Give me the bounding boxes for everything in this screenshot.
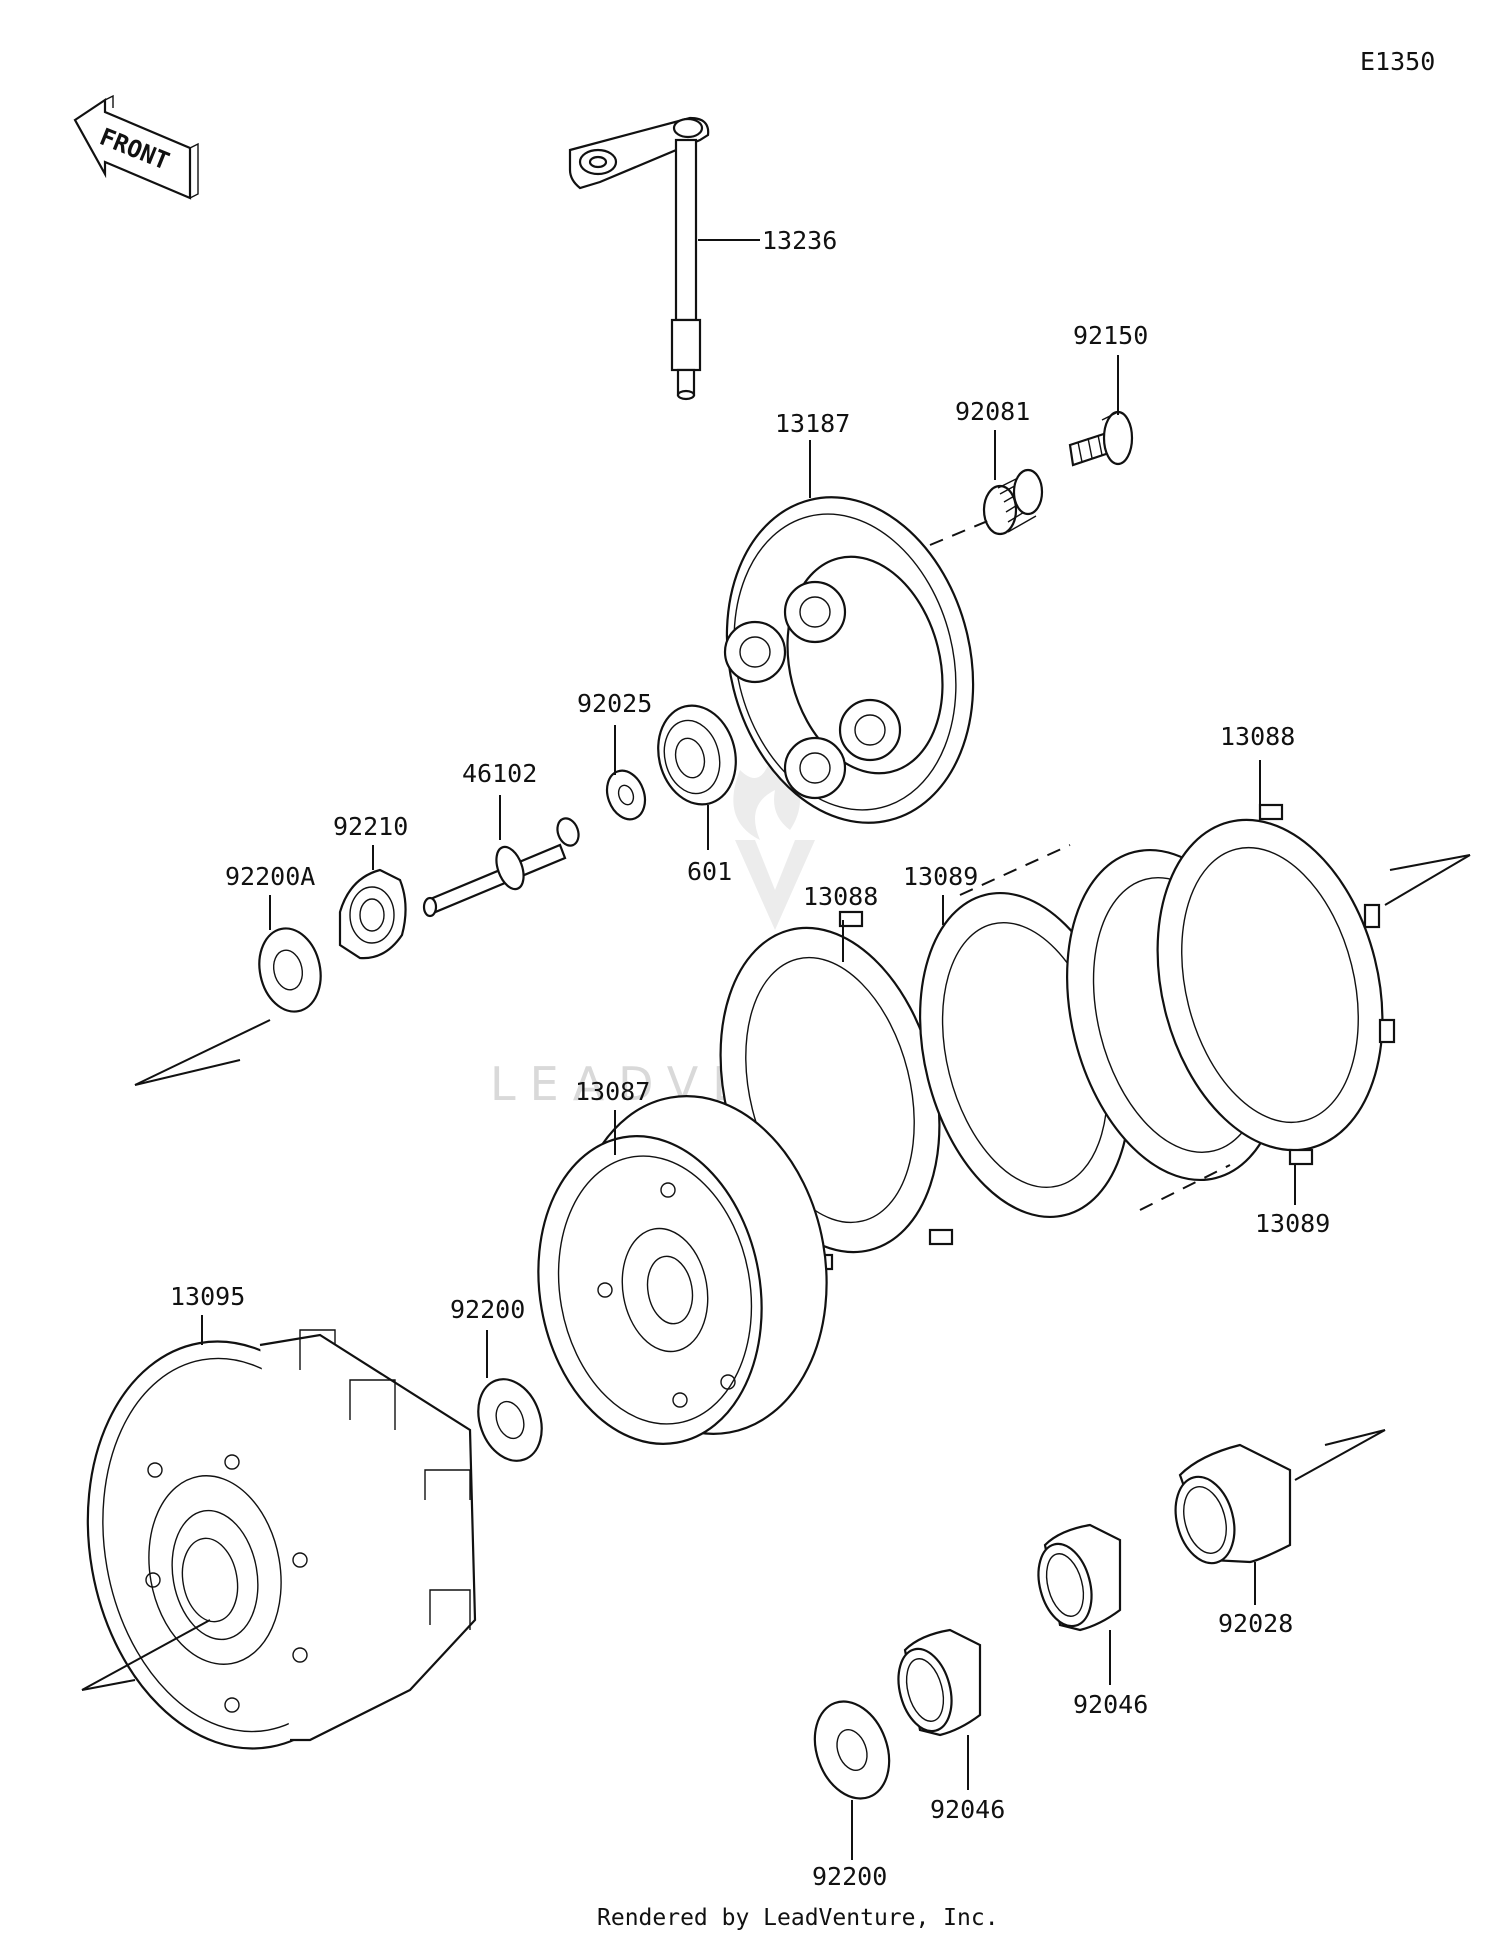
label-13087: 13087: [575, 1077, 650, 1106]
front-arrow-icon: FRONT: [73, 94, 199, 200]
needle-bearing-92046-upper: [1037, 1523, 1122, 1632]
label-13088-left: 13088: [803, 882, 878, 911]
label-13089-middle: 13089: [903, 862, 978, 891]
diagram-code: E1350: [1360, 47, 1435, 76]
label-46102: 46102: [462, 759, 537, 788]
label-13088-right: 13088: [1220, 722, 1295, 751]
label-92046-lower: 92046: [930, 1795, 1005, 1824]
push-rod-46102: [422, 817, 580, 918]
footer-credit: Rendered by LeadVenture, Inc.: [597, 1905, 999, 1931]
clutch-release-shaft-13236: [568, 116, 710, 401]
label-92046-upper: 92046: [1073, 1690, 1148, 1719]
label-601: 601: [687, 857, 732, 886]
label-92028: 92028: [1218, 1609, 1293, 1638]
bolt-92150: [1068, 410, 1134, 467]
clutch-hub-13087: [537, 1095, 828, 1445]
nut-92210: [338, 868, 407, 960]
friction-plate-13088-right: [1156, 803, 1396, 1166]
label-92025: 92025: [577, 689, 652, 718]
sleeve-92028: [1174, 1443, 1292, 1565]
label-92200A: 92200A: [225, 862, 315, 891]
washer-92200-middle: [477, 1378, 543, 1462]
bearing-601: [657, 704, 737, 806]
label-13095: 13095: [170, 1282, 245, 1311]
label-13236: 13236: [762, 226, 837, 255]
label-92200-bottom: 92200: [812, 1862, 887, 1891]
lock-washer-92200A: [258, 927, 322, 1013]
washer-92025: [605, 769, 647, 821]
needle-bearing-92046-lower: [897, 1628, 982, 1737]
label-13187: 13187: [775, 409, 850, 438]
label-13089-right: 13089: [1255, 1209, 1330, 1238]
washer-92200-bottom: [813, 1700, 891, 1800]
label-92200-middle: 92200: [450, 1295, 525, 1324]
label-92210: 92210: [333, 812, 408, 841]
label-92081: 92081: [955, 397, 1030, 426]
spring-92081: [982, 468, 1044, 536]
clutch-housing-13095: [86, 1329, 477, 1750]
label-92150: 92150: [1073, 321, 1148, 350]
pressure-plate-13187: [723, 496, 975, 824]
